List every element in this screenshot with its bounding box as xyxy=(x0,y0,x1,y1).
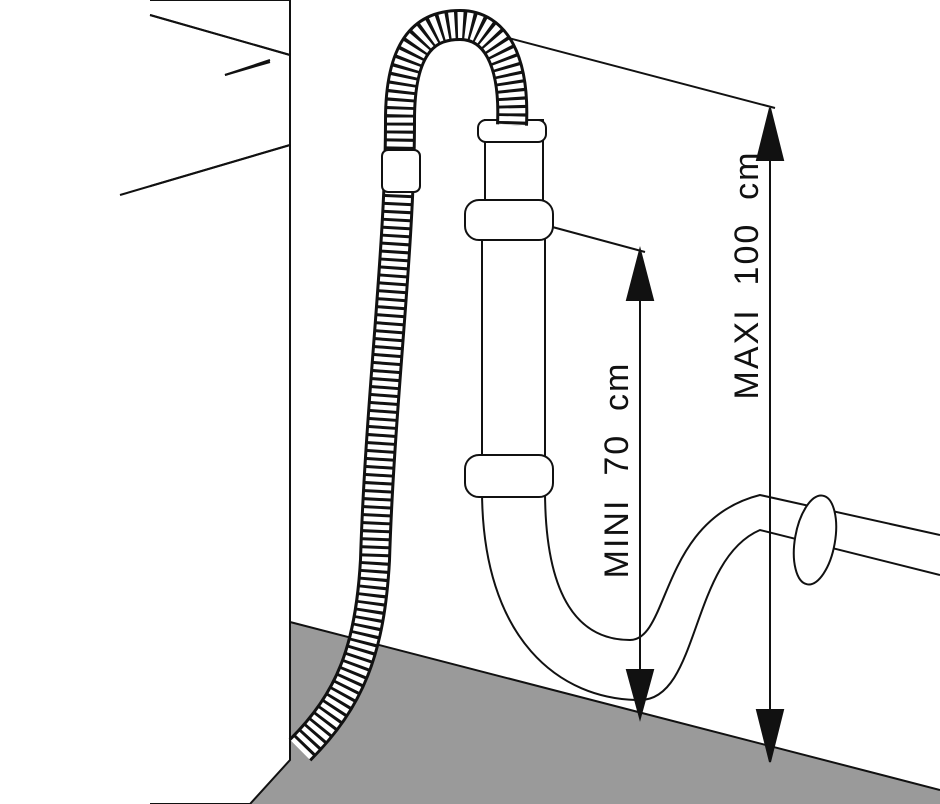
max-height-label: MAXI 100 cm xyxy=(728,151,766,400)
floor xyxy=(200,622,940,804)
hose-clip xyxy=(381,149,421,193)
min-height-label: MINI 70 cm xyxy=(598,362,636,579)
standpipe xyxy=(464,119,554,498)
min-height-arrow xyxy=(625,246,655,722)
drain-trap xyxy=(481,489,940,702)
wall-pipe-collar xyxy=(792,494,838,586)
max-height-arrow xyxy=(755,107,785,763)
wall-floor-edge xyxy=(289,621,940,791)
min-guide-line xyxy=(544,224,646,253)
